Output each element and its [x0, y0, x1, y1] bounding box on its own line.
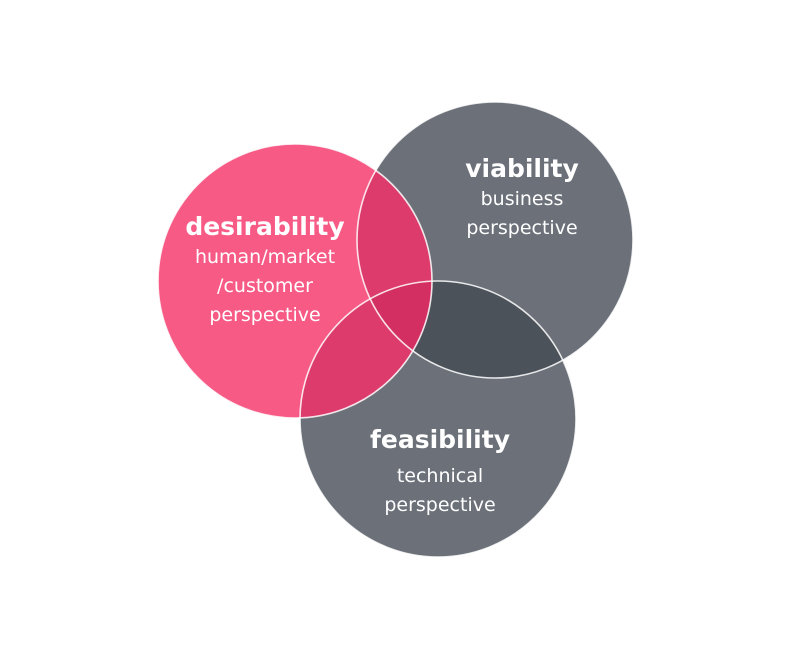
- feasibility-line: perspective: [384, 494, 496, 516]
- feasibility-title: feasibility: [369, 425, 511, 454]
- viability-label: viability business perspective: [465, 153, 579, 243]
- viability-line: business: [480, 188, 564, 210]
- desirability-line: human/market: [194, 246, 336, 268]
- desirability-label: desirability human/market /customer pers…: [185, 211, 344, 330]
- desirability-line: perspective: [209, 304, 321, 326]
- feasibility-line: technical: [396, 465, 484, 487]
- desirability-line: /customer: [217, 275, 313, 297]
- desirability-title: desirability: [185, 212, 345, 241]
- feasibility-label: feasibility technical perspective: [370, 424, 510, 520]
- viability-title: viability: [465, 154, 579, 183]
- viability-line: perspective: [466, 217, 578, 239]
- circle-outlines: [157, 101, 634, 558]
- desirability-feasibility-overlap: [300, 281, 432, 418]
